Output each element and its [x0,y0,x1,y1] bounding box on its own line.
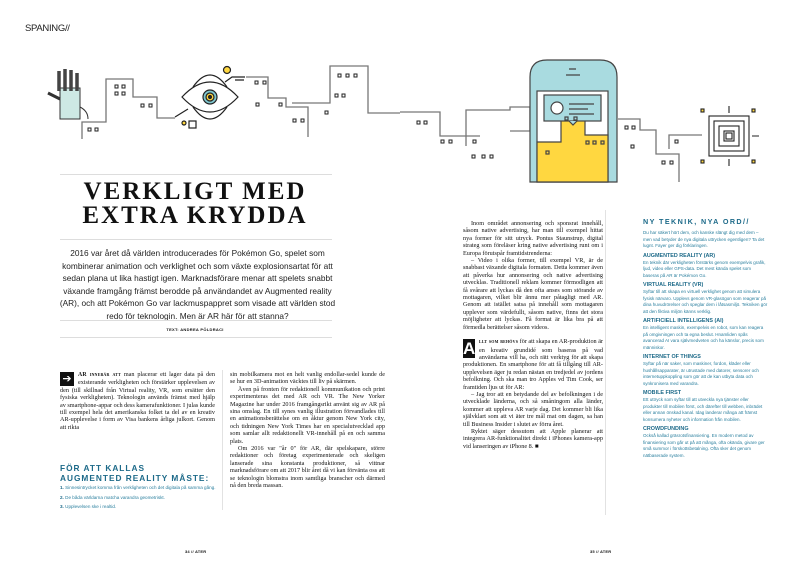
drop-cap: A [463,339,476,359]
glossary-definition: Också kallad gräsrotsfinansiering. En mo… [643,433,765,458]
body-column-2: sin mobilkamera mot en helt vanlig endol… [230,371,385,490]
divider [60,239,332,240]
arrow-right-icon: ➔ [60,372,74,386]
glossary-term: ARTIFICIELL INTELLIGENS (AI) [643,318,724,324]
list-item: 2. De båda världarna matcha varandra geo… [60,495,220,502]
list-number: 3. [60,504,64,509]
smartphone-icon [529,59,618,183]
list-text: Upplevelsen ske i realtid. [65,504,117,509]
body-column-3: Inom området annonsering och sponsrat in… [463,220,603,450]
requirements-list: 1. Sinnesintrycket komma från verklighet… [60,485,220,514]
divider [60,337,332,338]
target-chip-icon [700,106,759,166]
illustration [47,59,759,183]
eye-icon [174,65,245,129]
glossary-definition: Syftar på när saker, som maskiner, fordo… [643,361,759,386]
list-item: 3. Upplevelsen ske i realtid. [60,504,220,511]
glossary-definition: En intelligent maskin, exempelvis en rob… [643,325,764,350]
paragraph: Även på fronten för redaktionell kommuni… [230,385,385,445]
paragraph: Inom området annonsering och sponsrat in… [463,220,603,257]
glossary-definition: Syftar till att skapa en virtuell verkli… [643,289,768,314]
section-label: SPANING// [25,23,70,34]
title-line-1: VERKLIGT MED [83,178,307,205]
title-line-2: EXTRA KRYDDA [82,202,308,229]
box-title-line: AUGMENTED REALITY MÅSTE: [60,473,210,483]
list-number: 2. [60,494,64,500]
glossary-definition: En teknik där verkligheten förstärks gen… [643,259,766,278]
robot-hand-icon [47,69,89,120]
box-title-line: FÖR ATT KALLAS [60,463,145,473]
column-divider [605,210,606,515]
body-column-1: ➔ AR innebär att man placerar ett lager d… [60,371,215,431]
divider [60,320,332,321]
glossary-term: VIRTUAL REALITY (VR) [643,282,704,288]
column-divider [222,370,223,510]
page-footer-left: 34 // ATER [185,549,207,554]
paragraph: sin mobilkamera mot en helt vanlig endol… [230,371,385,386]
list-text: Sinnesintrycket komma från verkligheten … [65,485,216,490]
article-title: VERKLIGT MED EXTRA KRYDDA [40,178,350,229]
paragraph: – Video i olika former, till exempel VR,… [463,257,603,331]
glossary-term: MOBILE FIRST [643,390,682,396]
list-text: De båda världarna matcha varandra geomet… [65,494,165,500]
divider [60,174,332,175]
page-footer-right: 35 // ATER [590,549,612,554]
glossary-definition: Ett uttryck som syftar till att utveckla… [643,397,763,422]
paragraph: – Jag tror att en betydande del av befol… [463,390,603,428]
sidebar-title: NY TEKNIK, NYA ORD// [643,217,750,226]
intro-paragraph: 2016 var året då världen introducerades … [59,248,336,321]
paragraph: man placerar ett lager data på den exist… [60,371,216,431]
paragraph: Ryktet säger dessutom att Apple planerar… [463,427,603,450]
glossary-sidebar: NY TEKNIK, NYA ORD// Du har säkert hört … [643,218,768,459]
glossary-term: INTERNET OF THINGS [643,354,701,360]
list-item: 1. Sinnesintrycket komma från verklighet… [60,485,220,492]
window-icons [87,73,679,165]
glossary-term: AUGMENTED REALITY (AR) [643,252,716,259]
list-number: 1. [60,485,64,490]
paragraph: för att skapa en AR-produktion är en kre… [463,338,604,391]
box-title: FÖR ATT KALLAS AUGMENTED REALITY MÅSTE: [60,463,209,483]
byline: TEXT: ANDREA PÖLDRACI [166,327,224,332]
paragraph: Om 2016 var "år 0" för AR, där spelskapa… [230,445,385,490]
glossary-term: CROWDFUNDING [643,426,689,432]
lead-in: AR innebär att [78,372,122,378]
sidebar-intro: Du har säkert hört dem, och kanske släng… [643,230,765,248]
lead-in: llt som behövs [479,339,519,346]
